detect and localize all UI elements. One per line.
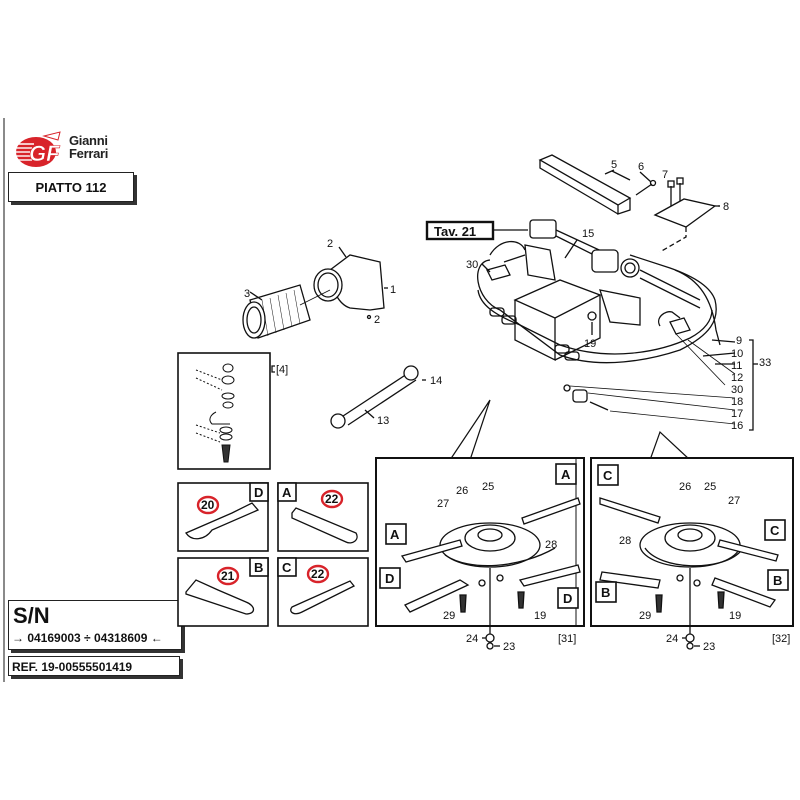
svg-text:GF: GF — [29, 141, 60, 166]
detail31-blade-a-right: A — [561, 467, 571, 482]
part-4-hardware-detail[interactable] — [177, 352, 271, 470]
detail32-callout-29: 29 — [639, 610, 651, 622]
detail32-ref: [32] — [772, 633, 790, 645]
brand-name-line2: Ferrari — [69, 146, 109, 161]
blade-variant-b-part: 21 — [221, 569, 235, 583]
callout-22b-circle — [306, 564, 330, 584]
callout-2b: 2 — [374, 314, 380, 326]
callout-21-circle — [216, 566, 240, 586]
part-1-discharge-chute[interactable] — [313, 254, 385, 311]
detail-32-blade-assembly[interactable] — [590, 457, 794, 635]
callout-9: 9 — [736, 335, 742, 347]
page-left-rule — [3, 118, 5, 682]
blade-variant-a-letter: A — [282, 485, 292, 500]
detail32-callout-28: 28 — [619, 535, 631, 547]
brand-logo: GF Gianni Ferrari — [14, 130, 134, 172]
part-13-drive-shaft[interactable] — [330, 365, 419, 429]
callout-6: 6 — [638, 161, 644, 173]
brand-name-line1: Gianni — [69, 133, 108, 148]
callout-19: 19 — [584, 338, 596, 350]
part-3-flexible-hose[interactable] — [242, 284, 311, 339]
brand-name: Gianni Ferrari — [69, 134, 108, 160]
serial-range: → 04169003 ÷ 04318609 ← — [12, 631, 163, 645]
callout-15: 15 — [582, 228, 594, 240]
detail32-blade-b-right: B — [773, 573, 782, 588]
detail31-callout-26: 26 — [456, 485, 468, 497]
callout-10: 10 — [731, 348, 743, 360]
callout-16: 16 — [731, 420, 743, 432]
part-5-bracket[interactable] — [538, 154, 632, 215]
detail31-blade-a-left: A — [390, 527, 400, 542]
part-16-bolt[interactable] — [589, 401, 609, 411]
blade-variant-c-part: 22 — [311, 567, 325, 581]
blade-variant-a-part: 22 — [325, 492, 339, 506]
blade-variant-a[interactable] — [277, 482, 369, 552]
detail31-ref: [31] — [558, 633, 576, 645]
serial-number-box: S/N → 04169003 ÷ 04318609 ← — [8, 600, 182, 650]
detail32-callout-27: 27 — [728, 495, 740, 507]
callout-1: 1 — [390, 284, 396, 296]
detail32-blade-c-right: C — [770, 523, 780, 538]
blade-variant-d-part: 20 — [201, 498, 215, 512]
part-17-spacer[interactable] — [572, 389, 588, 403]
callout-13: 13 — [377, 415, 389, 427]
callout-33: 33 — [759, 357, 771, 369]
detail32-callout-23: 23 — [703, 641, 715, 653]
detail31-callout-29: 29 — [443, 610, 455, 622]
detail31-blade-d-right: D — [563, 591, 572, 606]
detail31-callout-27: 27 — [437, 498, 449, 510]
detail-31-blade-assembly[interactable] — [375, 457, 585, 635]
reference-number: REF. 19-00555501419 — [8, 656, 180, 676]
callout-12: 12 — [731, 372, 743, 384]
callout-14: 14 — [430, 375, 442, 387]
detail32-callout-26: 26 — [679, 481, 691, 493]
detail31-callout-24: 24 — [466, 633, 478, 645]
callout-20-circle — [196, 495, 220, 515]
callout-18: 18 — [731, 396, 743, 408]
callout-3: 3 — [244, 288, 250, 300]
mower-deck[interactable] — [477, 240, 721, 364]
detail32-blade-c-left: C — [603, 468, 613, 483]
detail31-callout-23: 23 — [503, 641, 515, 653]
callout-5: 5 — [611, 159, 617, 171]
detail32-callout-24: 24 — [666, 633, 678, 645]
detail31-callout-19: 19 — [534, 610, 546, 622]
callout-30b: 30 — [731, 384, 743, 396]
blade-variant-d[interactable] — [177, 482, 269, 552]
part-6-bolt[interactable] — [635, 179, 657, 196]
detail31-blade-d-left: D — [385, 571, 394, 586]
part-18-washer[interactable] — [563, 384, 571, 392]
callout-17: 17 — [731, 408, 743, 420]
blade-variant-d-letter: D — [254, 485, 263, 500]
blade-variant-b-letter: B — [254, 560, 263, 575]
gf-logo-icon: GF — [16, 131, 61, 167]
cross-reference-label[interactable]: Tav. 21 — [434, 224, 476, 239]
part-8-plate[interactable] — [653, 198, 720, 228]
part-19-nut[interactable] — [587, 311, 597, 321]
spindle-shaft-assembly[interactable] — [529, 219, 701, 309]
callout-8: 8 — [723, 201, 729, 213]
callout-22a-circle — [320, 489, 344, 509]
detail31-callout-28: 28 — [545, 539, 557, 551]
serial-label: S/N — [13, 603, 50, 628]
detail31-callout-25: 25 — [482, 481, 494, 493]
callout-11: 11 — [731, 360, 742, 372]
callout-2a: 2 — [327, 238, 333, 250]
detail32-callout-25: 25 — [704, 481, 716, 493]
blade-variant-c-letter: C — [282, 560, 292, 575]
diagram-title: PIATTO 112 — [8, 172, 134, 202]
callout-7: 7 — [662, 169, 668, 181]
callout-4: [4] — [276, 364, 288, 376]
detail32-blade-b-left: B — [601, 585, 610, 600]
detail32-callout-19: 19 — [729, 610, 741, 622]
callout-30a: 30 — [466, 259, 478, 271]
